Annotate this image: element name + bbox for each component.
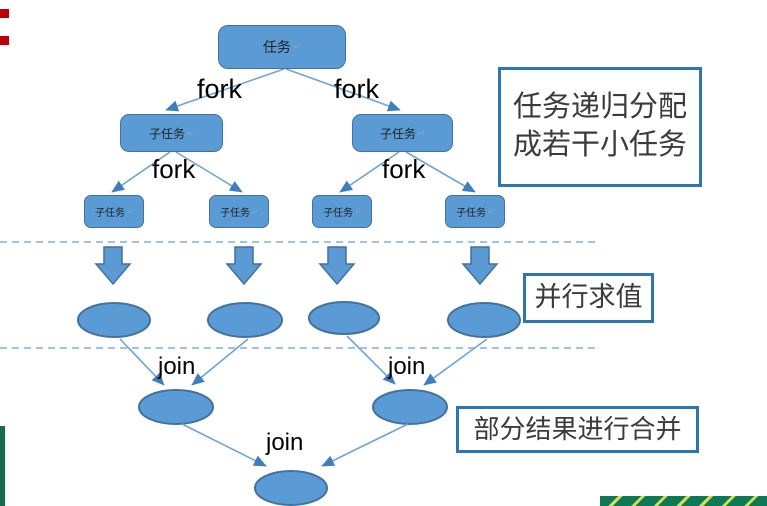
subtask-leaf-label: 子任务 [95,208,126,219]
subtask-leaf-4: 子任务↵ [445,195,505,228]
result-ellipse-left [138,389,214,425]
annotation-recursive-split: 任务递归分配 成若干小任务 [498,67,702,187]
green-striped-footer-bar [600,496,767,506]
red-bullet-marker-2 [0,36,9,45]
connector-fork-l2 [175,151,243,193]
join-label-1: join [158,353,196,380]
down-block-arrow-4 [461,246,499,286]
subtask-leaf-1: 子任务↵ [84,195,144,228]
connector-fork-r2 [405,151,476,193]
fork-label-1: fork [197,74,243,104]
return-mark-icon: ↵ [488,207,494,216]
subtask-node-left: 子任务↵ [120,114,223,152]
connector-fork-l1 [111,151,171,193]
return-mark-icon: ↵ [292,41,302,53]
connector-final-join-right [321,423,409,467]
return-mark-icon: ↵ [417,129,426,138]
red-bullet-marker-1 [0,9,9,18]
task-node: 任务↵ [218,25,346,69]
connector-fork-right [285,68,401,112]
result-ellipse-right [372,389,448,425]
green-edge-bar [0,426,5,506]
final-ellipse [254,470,328,506]
annotation-parallel-eval: 并行求值 [523,273,654,323]
task-node-label: 任务 [262,41,291,56]
return-mark-icon: ↵ [355,207,361,216]
return-mark-icon: ↵ [186,129,195,138]
connector-fork-left [165,68,285,112]
fork-label-3: fork [152,154,196,184]
annotation-line: 任务递归分配 [512,91,687,124]
connector-join-r2 [423,338,488,386]
connector-join-l2 [191,338,249,386]
subtask-node-right: 子任务↵ [352,114,453,152]
annotation-line: 成若干小任务 [512,129,687,161]
return-mark-icon: ↵ [252,207,258,216]
down-block-arrow-3 [318,246,356,286]
subtask-leaf-label: 子任务 [456,208,487,219]
subtask-leaf-3: 子任务↵ [312,195,372,228]
subtask-leaf-label: 子任务 [323,208,354,219]
annotation-merge-results: 部分结果进行合并 [456,406,699,453]
connector-join-r1 [346,335,396,385]
eval-ellipse-3 [308,301,380,335]
subtask-node-label: 子任务 [379,126,416,141]
down-block-arrow-2 [225,246,263,286]
subtask-leaf-2: 子任务↵ [209,195,269,228]
eval-ellipse-2 [207,302,283,338]
eval-ellipse-1 [77,302,151,338]
subtask-leaf-label: 子任务 [220,208,251,219]
down-block-arrow-1 [94,246,132,286]
fork-label-4: fork [382,154,426,184]
subtask-node-label: 子任务 [148,126,185,141]
return-mark-icon: ↵ [127,207,133,216]
join-label-2: join [388,353,426,380]
connector-final-join-left [181,423,267,467]
connector-join-l1 [119,338,165,386]
fork-label-2: fork [334,74,380,104]
join-label-3: join [266,429,304,456]
annotation-line: 并行求值 [534,282,643,313]
eval-ellipse-4 [447,302,521,338]
annotation-line: 部分结果进行合并 [473,414,682,444]
connector-fork-r1 [339,151,400,193]
